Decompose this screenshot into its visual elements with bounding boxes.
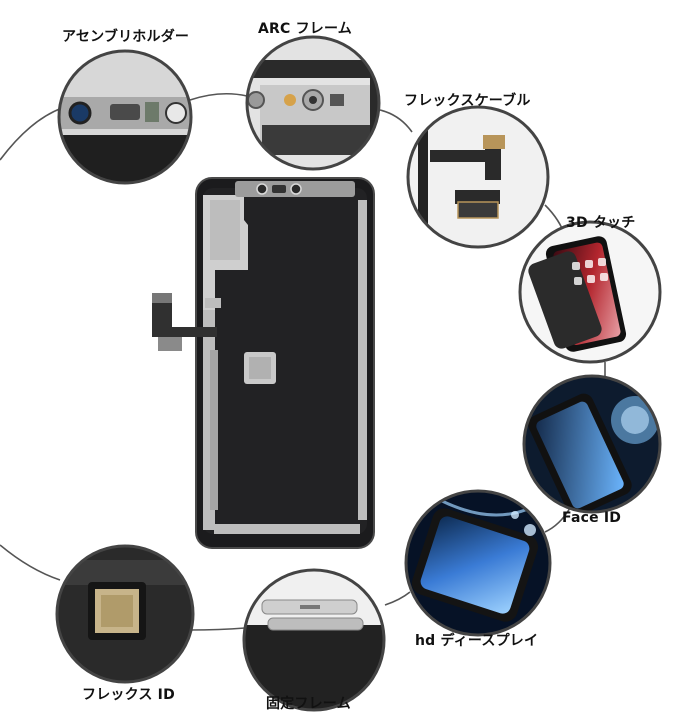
label-assembly-holder: アセンブリホルダー bbox=[62, 29, 190, 45]
callout-face-id bbox=[522, 374, 662, 514]
label-fixed-frame: 固定フレーム bbox=[266, 696, 351, 712]
label-flex-id: フレックス ID bbox=[82, 687, 175, 703]
callout-3d-touch bbox=[518, 220, 662, 364]
label-face-id: Face ID bbox=[562, 510, 622, 526]
callout-flex-cable bbox=[406, 105, 550, 249]
label-arc-frame: ARC フレーム bbox=[258, 21, 352, 37]
label-3d-touch: 3D タッチ bbox=[566, 215, 636, 231]
callout-hd-display bbox=[404, 489, 552, 637]
panel-flex-cable bbox=[152, 293, 221, 351]
callout-arc-frame bbox=[245, 35, 381, 171]
label-flex-cable: フレックスケーブル bbox=[404, 93, 531, 109]
callout-lines bbox=[0, 92, 606, 631]
label-hd-display: hd ディースプレイ bbox=[415, 633, 539, 649]
callout-assembly-holder bbox=[57, 49, 193, 185]
callout-flex-id bbox=[55, 544, 195, 684]
phone-display-panel bbox=[152, 177, 375, 549]
